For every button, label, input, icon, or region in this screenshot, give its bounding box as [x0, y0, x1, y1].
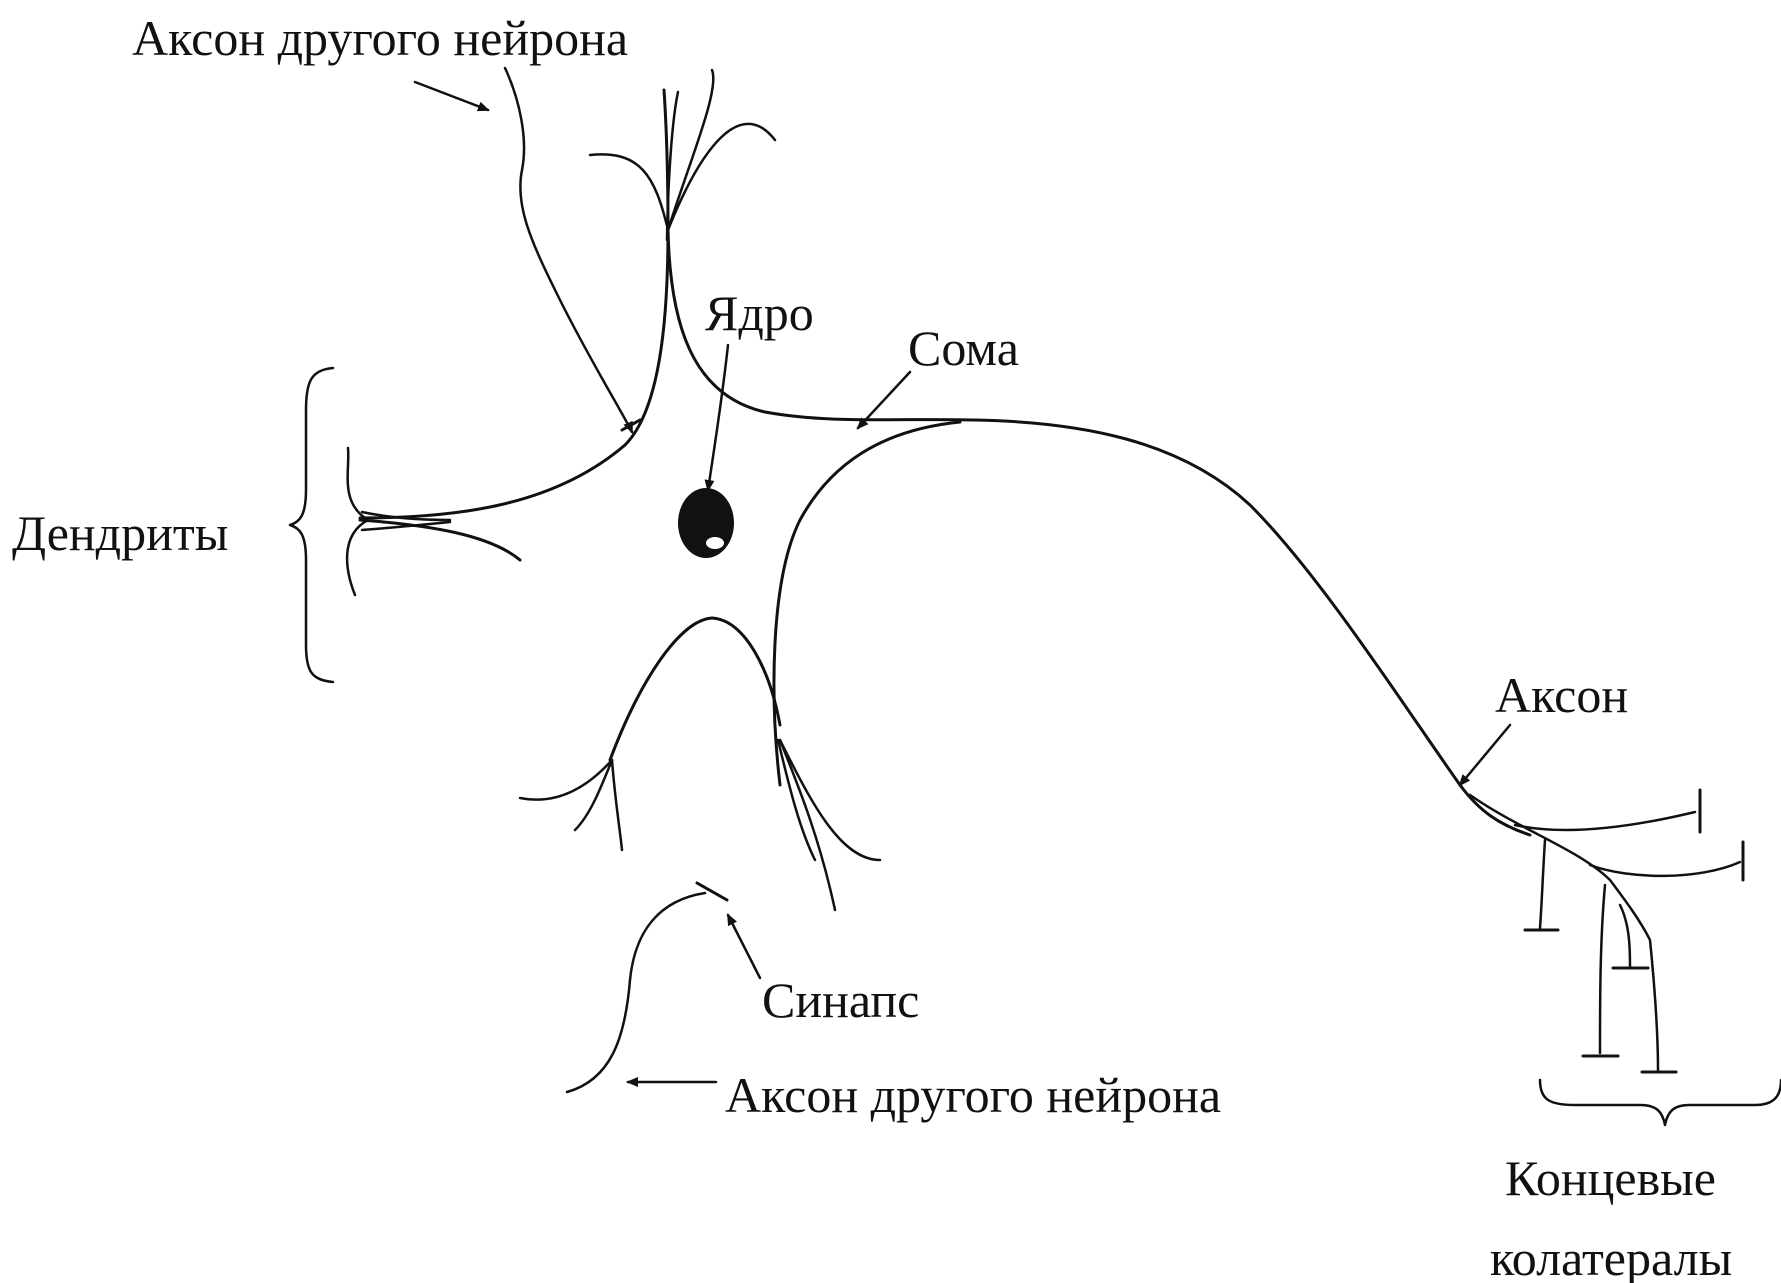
label-synapse: Синапс — [762, 972, 919, 1028]
pointer-arrows — [415, 82, 1510, 1082]
arrow-synapse — [728, 915, 760, 978]
label-axon-other-bottom: Аксон другого нейрона — [725, 1067, 1221, 1123]
terminal-collaterals — [1470, 790, 1743, 1072]
other-axon-bottom — [567, 893, 705, 1092]
label-dendrites: Дендриты — [12, 505, 228, 561]
label-terminal-collaterals-line2: колатералы — [1490, 1230, 1732, 1283]
label-axon-other-top: Аксон другого нейрона — [132, 10, 628, 66]
dendrites-brace — [290, 368, 333, 682]
arrow-dendrite-contact — [522, 175, 632, 432]
other-axon-top — [505, 68, 632, 432]
label-nucleus: Ядро — [705, 285, 814, 341]
nucleus-shape — [678, 488, 734, 558]
arrow-nucleus — [708, 345, 728, 490]
collaterals-brace — [1540, 1080, 1781, 1125]
arrow-axon — [1460, 725, 1510, 785]
label-axon: Аксон — [1495, 667, 1628, 723]
synapse-terminal — [697, 883, 727, 900]
label-terminal-collaterals-line1: Концевые — [1505, 1150, 1716, 1206]
label-soma: Сома — [908, 320, 1019, 376]
soma-outline — [360, 90, 1530, 835]
dendrites — [347, 70, 880, 910]
arrow-other-axon-top — [415, 82, 488, 110]
